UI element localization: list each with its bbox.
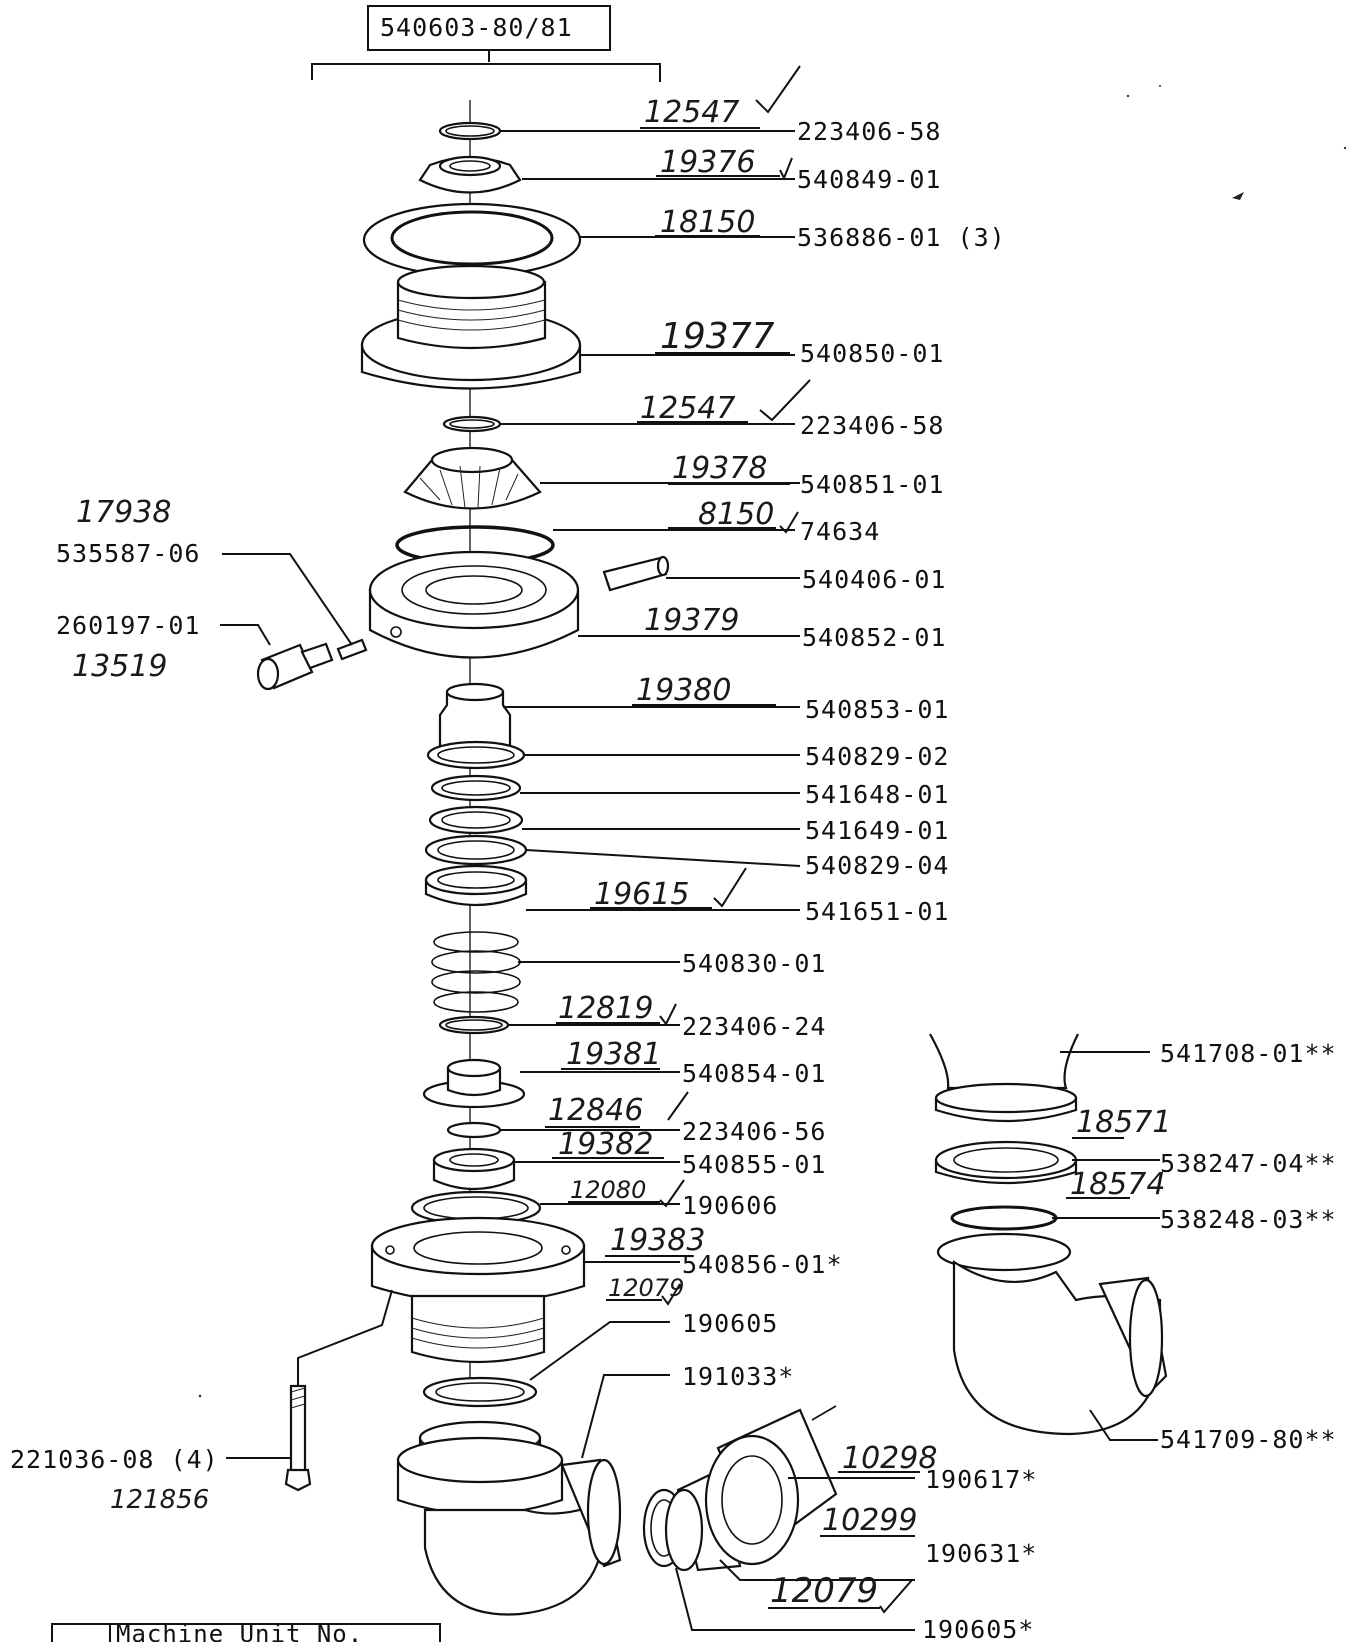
- part-number-p21: 190606: [682, 1191, 778, 1220]
- part-flange-540856-01: [370, 1216, 586, 1364]
- part-cap-540849-01: [418, 155, 522, 194]
- part-number-p19: 223406-56: [682, 1117, 826, 1146]
- part-seal-stack: [424, 740, 528, 907]
- part-number-p5: 223406-58: [800, 411, 944, 440]
- part-bowl-541708-01: [929, 1033, 1079, 1123]
- part-number-p12: 541648-01: [805, 780, 949, 809]
- handwritten-p15: 19615: [594, 877, 689, 912]
- handwritten-p3: 18150: [660, 205, 755, 240]
- part-spring-540830-01: [431, 931, 521, 1013]
- handwritten-p30: 121856: [110, 1485, 209, 1515]
- part-number-p11: 540829-02: [805, 742, 949, 771]
- part-coupling-190617: [704, 1405, 838, 1566]
- part-number-p16: 540830-01: [682, 949, 826, 978]
- part-bolt-221036-08: [284, 1384, 312, 1492]
- assembly-number: 540603-80/81: [380, 13, 573, 42]
- part-number-p23: 190605: [682, 1309, 778, 1338]
- handwritten-p21: 12080: [570, 1176, 646, 1204]
- part-number-p32: 538247-04**: [1160, 1149, 1337, 1178]
- handwritten-p32: 18571: [1076, 1105, 1171, 1140]
- part-o-ring-223406-58-mid: [442, 415, 502, 433]
- handwritten-p26: 10299: [822, 1503, 917, 1538]
- handwritten-p23: 12079: [608, 1274, 684, 1302]
- handwritten-p27: 12079: [770, 1571, 878, 1611]
- part-number-p24: 191033*: [682, 1362, 794, 1391]
- part-o-ring-223406-56: [446, 1121, 502, 1139]
- handwritten-p22: 19383: [610, 1223, 705, 1258]
- handwritten-p17: 12819: [558, 991, 653, 1026]
- handwritten-p2: 19376: [660, 145, 755, 180]
- part-cone-540851-01: [403, 446, 542, 510]
- scan-specks: [198, 85, 1347, 1398]
- part-number-labels: 223406-58 540849-01 536886-01 (3) 540850…: [10, 117, 1337, 1642]
- part-number-p29: 260197-01: [56, 611, 200, 640]
- part-number-p33: 538248-03**: [1160, 1205, 1337, 1234]
- machine-unit-header: Machine Unit No.: [116, 1620, 363, 1642]
- part-number-p9: 540852-01: [802, 623, 946, 652]
- part-number-p10: 540853-01: [805, 695, 949, 724]
- part-number-p4: 540850-01: [800, 339, 944, 368]
- part-number-p6: 540851-01: [800, 470, 944, 499]
- part-number-p7: 74634: [800, 517, 880, 546]
- handwritten-underlines: [545, 65, 1130, 1614]
- handwritten-p19: 12846: [548, 1093, 643, 1128]
- part-number-p27: 190605*: [922, 1615, 1034, 1642]
- part-number-p8: 540406-01: [802, 565, 946, 594]
- part-number-p22: 540856-01*: [682, 1250, 843, 1279]
- part-ring-538247-04: [934, 1140, 1078, 1185]
- part-number-p17: 223406-24: [682, 1012, 826, 1041]
- part-number-p25: 190617*: [925, 1465, 1037, 1494]
- part-plug-535587-06: [336, 638, 368, 661]
- part-number-p34: 541709-80**: [1160, 1425, 1337, 1454]
- part-number-p28: 535587-06: [56, 539, 200, 568]
- handwritten-p4: 19377: [660, 316, 775, 357]
- handwritten-p28: 17938: [76, 495, 171, 530]
- part-elbow-191033: [396, 1420, 622, 1616]
- part-body-540852-01: [368, 550, 580, 659]
- part-housing-540850-01: [360, 264, 582, 390]
- handwritten-p33: 18574: [1070, 1167, 1165, 1202]
- part-pin-540406-01: [602, 555, 670, 592]
- handwritten-p18: 19381: [566, 1037, 661, 1072]
- part-number-p26: 190631*: [925, 1539, 1037, 1568]
- handwritten-numbers: 12547 19376 18150 19377 12547 19378 8150…: [72, 95, 1171, 1611]
- part-o-ring-223406-58-top: [438, 121, 502, 141]
- handwritten-p9: 19379: [644, 603, 739, 638]
- part-number-p2: 540849-01: [797, 165, 941, 194]
- part-number-p3: 536886-01 (3): [797, 223, 1006, 252]
- assembly-bracket: [311, 50, 661, 82]
- part-nut-540855-01: [432, 1147, 516, 1191]
- part-number-p18: 540854-01: [682, 1059, 826, 1088]
- part-number-p20: 540855-01: [682, 1150, 826, 1179]
- handwritten-p29: 13519: [72, 649, 167, 684]
- part-retainer-540854-01: [422, 1058, 526, 1109]
- handwritten-p6: 19378: [672, 451, 767, 486]
- part-number-p30: 221036-08 (4): [10, 1445, 219, 1474]
- part-number-p31: 541708-01**: [1160, 1039, 1337, 1068]
- part-gasket-190605-upper: [422, 1376, 538, 1408]
- part-number-p15: 541651-01: [805, 897, 949, 926]
- part-number-p13: 541649-01: [805, 816, 949, 845]
- part-number-p1: 223406-58: [797, 117, 941, 146]
- handwritten-p5: 12547: [640, 391, 735, 426]
- part-o-ring-223406-24: [438, 1015, 510, 1035]
- handwritten-p10: 19380: [636, 673, 731, 708]
- part-fitting-260197-01: [256, 642, 334, 691]
- assembly-number-box: [367, 5, 611, 51]
- handwritten-p7: 8150: [698, 497, 774, 532]
- machine-unit-table: Machine Unit No.: [51, 1620, 441, 1642]
- handwritten-p25: 10298: [842, 1441, 937, 1476]
- handwritten-p20: 19382: [558, 1127, 653, 1162]
- handwritten-p1: 12547: [644, 95, 739, 130]
- part-gasket-538248-03: [950, 1205, 1058, 1231]
- part-number-p14: 540829-04: [805, 851, 949, 880]
- part-outlet-elbow-541709-80: [936, 1232, 1168, 1436]
